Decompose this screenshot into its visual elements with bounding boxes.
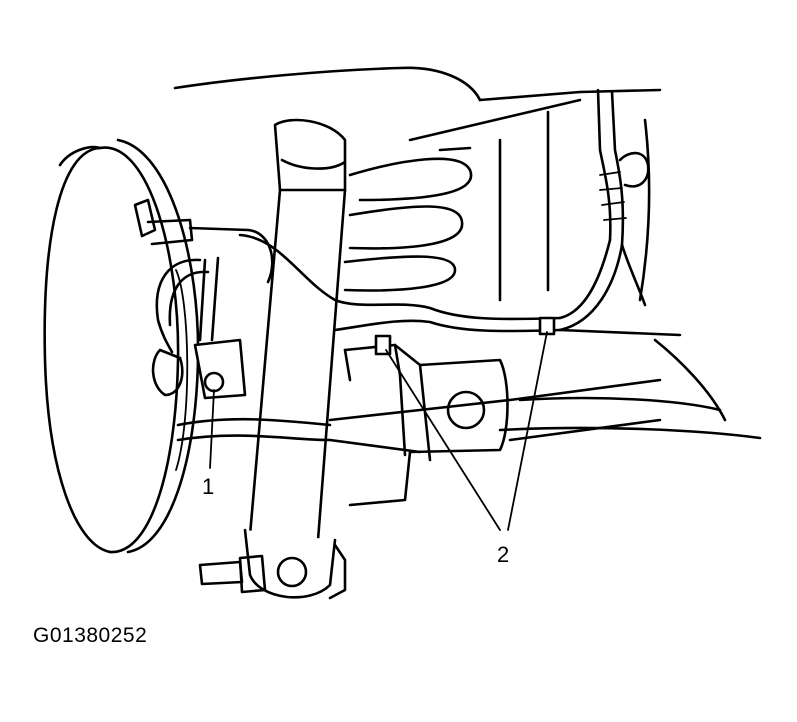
lower-arm (176, 338, 762, 454)
leader-lines (209, 331, 548, 531)
bushing-bracket (343, 343, 509, 507)
brake-drum (43, 138, 200, 554)
wheel-speed-sensor (133, 198, 274, 400)
figure-code: G01380252 (33, 624, 148, 647)
shock-absorber (243, 118, 347, 600)
callout-1-label: 1 (202, 474, 214, 499)
coil-spring (343, 146, 473, 292)
mounting-bolt (198, 554, 267, 594)
vehicle-body (173, 66, 662, 302)
callout-2-label: 2 (497, 542, 509, 567)
